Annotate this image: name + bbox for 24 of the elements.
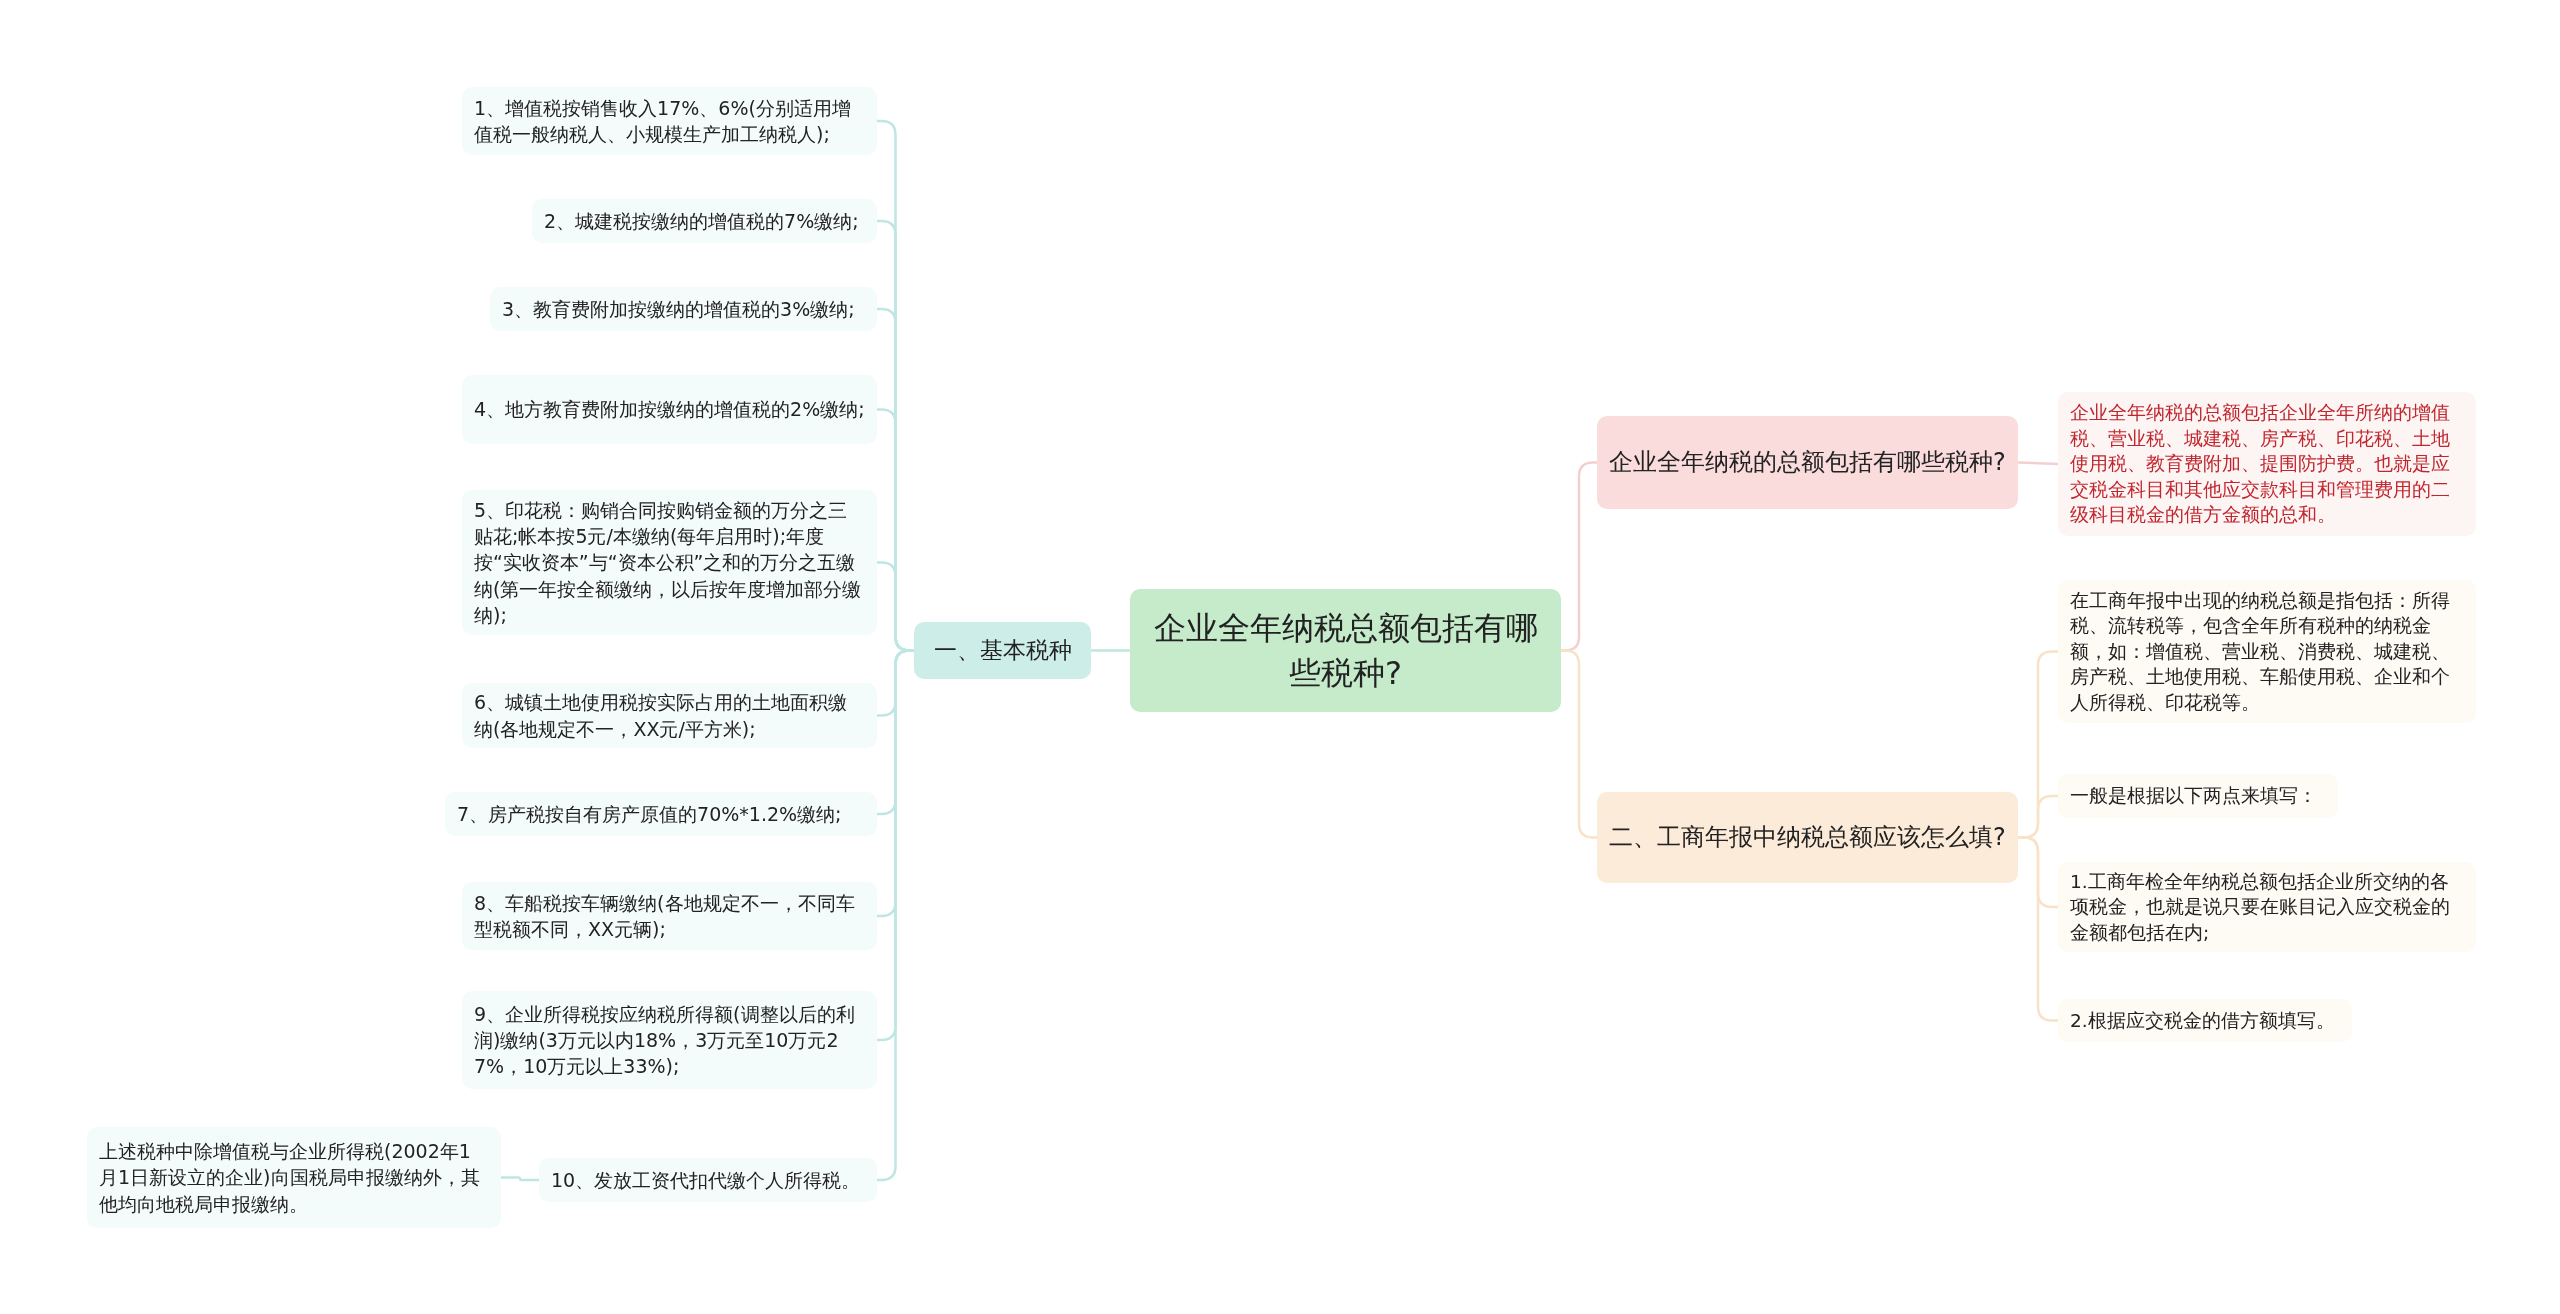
topic-box: 企业全年纳税的总额包括有哪些税种? <box>1597 416 2018 509</box>
note-box: 2.根据应交税金的借方额填写。 <box>2058 999 2352 1042</box>
note-box: 企业全年纳税的总额包括企业全年所纳的增值税、营业税、城建税、房产税、印花税、土地使用税、教育费附加、提围防护费。也就是应交税金科目和其他应交款科目和管理费用的二级科目税金的借方金额的总和。 <box>2058 392 2476 536</box>
connector-line <box>1091 649 1130 652</box>
note-box: 3、教育费附加按缴纳的增值税的3%缴纳; <box>490 287 877 331</box>
connector-line <box>2018 836 2058 1022</box>
root-topic-box: 企业全年纳税总额包括有哪些税种? <box>1130 589 1561 712</box>
note-box: 一般是根据以下两点来填写： <box>2058 774 2338 818</box>
topic-box: 二、工商年报中纳税总额应该怎么填? <box>1597 792 2018 883</box>
note-box: 6、城镇土地使用税按实际占用的土地面积缴纳(各地规定不一，XX元/平方米); <box>462 683 877 748</box>
note-box: 1.工商年检全年纳税总额包括企业所交纳的各项税金，也就是说只要在账目记入应交税金的金额都包括在内; <box>2058 862 2476 952</box>
note-box: 10、发放工资代扣代缴个人所得税。 <box>539 1158 877 1202</box>
note-box: 2、城建税按缴纳的增值税的7%缴纳; <box>532 199 877 243</box>
topic-box: 一、基本税种 <box>914 622 1091 679</box>
connector-line <box>501 1176 539 1182</box>
note-box: 9、企业所得税按应纳税所得额(调整以后的利润)缴纳(3万元以内18%，3万元至10万元27%，10万元以上33%); <box>462 991 877 1089</box>
note-box: 4、地方教育费附加按缴纳的增值税的2%缴纳; <box>462 375 877 444</box>
note-box: 上述税种中除增值税与企业所得税(2002年1月1日新设立的企业)向国税局申报缴纳外，其他均向地税局申报缴纳。 <box>87 1127 501 1228</box>
note-box: 8、车船税按车辆缴纳(各地规定不一，不同车型税额不同，XX元辆); <box>462 882 877 950</box>
note-box: 5、印花税：购销合同按购销金额的万分之三贴花;帐本按5元/本缴纳(每年启用时);年度按“实收资本”与“资本公积”之和的万分之五缴纳(第一年按全额缴纳，以后按年度增加部分缴纳); <box>462 490 877 635</box>
note-box: 在工商年报中出现的纳税总额是指包括：所得税、流转税等，包含全年所有税种的纳税金额，如：增值税、营业税、消费税、城建税、房产税、土地使用税、车船使用税、企业和个人所得税、印花税等。 <box>2058 580 2476 723</box>
note-box: 1、增值税按销售收入17%、6%(分别适用增值税一般纳税人、小规模生产加工纳税人); <box>462 87 877 155</box>
connector-line <box>2017 461 2059 466</box>
note-box: 7、房产税按自有房产原值的70%*1.2%缴纳; <box>445 792 877 836</box>
